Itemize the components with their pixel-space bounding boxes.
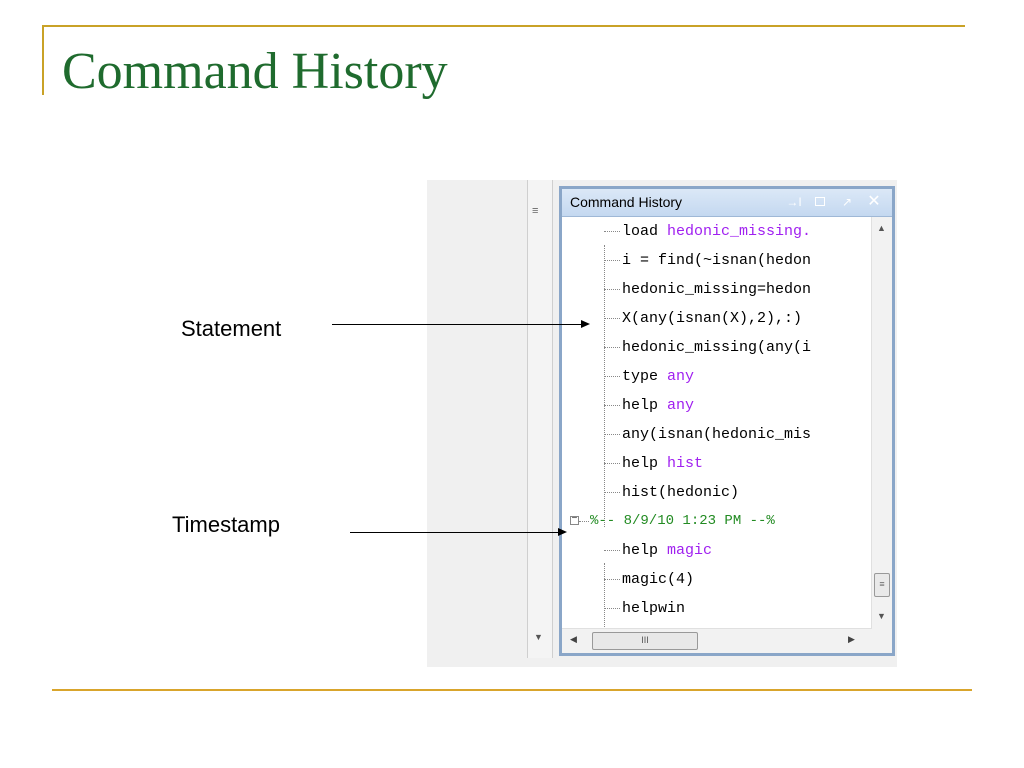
scroll-up-arrow-icon[interactable]: ▲ bbox=[877, 223, 886, 233]
tree-branch bbox=[604, 231, 620, 232]
frame-top-rule bbox=[42, 25, 965, 27]
tree-line bbox=[604, 563, 605, 629]
undock-icon[interactable]: →I bbox=[786, 195, 802, 209]
command-argument: any bbox=[667, 397, 695, 414]
scroll-right-arrow-icon[interactable]: ▶ bbox=[848, 634, 855, 644]
history-item[interactable]: type any bbox=[562, 362, 872, 391]
arrow-head-icon bbox=[581, 320, 590, 328]
command-text: i = find(~isnan(hedon bbox=[622, 252, 812, 269]
history-list: load hedonic_missing.i = find(~isnan(hed… bbox=[562, 217, 872, 629]
command-text: helpwin bbox=[622, 600, 686, 617]
timestamp-label: Timestamp bbox=[172, 512, 280, 537]
tree-branch bbox=[604, 550, 620, 551]
command-argument: hedonic_missing. bbox=[667, 223, 812, 240]
command-argument: hist bbox=[667, 455, 704, 472]
history-item[interactable]: X(any(isnan(X),2),:) bbox=[562, 304, 872, 333]
command-text: load bbox=[622, 223, 668, 240]
tree-branch bbox=[604, 434, 620, 435]
history-command: magic(4) bbox=[622, 565, 694, 594]
panel-titlebar[interactable]: Command History →I ↗ ✕ bbox=[562, 189, 892, 217]
history-command: hedonic_missing=hedon bbox=[622, 275, 811, 304]
tree-branch bbox=[604, 376, 620, 377]
history-command: help any bbox=[622, 391, 694, 420]
history-item[interactable]: i = find(~isnan(hedon bbox=[562, 246, 872, 275]
slide-title: Command History bbox=[62, 43, 448, 100]
panel-title: Command History bbox=[570, 194, 683, 210]
history-command: hedonic_missing(any(i bbox=[622, 333, 811, 362]
scroll-down-arrow-icon[interactable]: ▼ bbox=[534, 632, 543, 642]
close-icon[interactable]: ✕ bbox=[867, 193, 881, 210]
history-item[interactable]: hedonic_missing=hedon bbox=[562, 275, 872, 304]
horizontal-scrollbar[interactable]: ◀ III ▶ bbox=[562, 628, 872, 653]
history-item[interactable]: hedonic_missing(any(i bbox=[562, 333, 872, 362]
timestamp-row[interactable]: − %-- 8/9/10 1:23 PM --% bbox=[562, 507, 872, 536]
statement-label: Statement bbox=[181, 316, 282, 341]
scroll-thumb[interactable]: ≡ bbox=[874, 573, 890, 597]
scroll-down-arrow-icon[interactable]: ▼ bbox=[877, 611, 886, 621]
command-text: hedonic_missing=hedon bbox=[622, 281, 812, 298]
tree-branch bbox=[604, 492, 620, 493]
tree-branch bbox=[604, 260, 620, 261]
command-text: any(isnan(hedonic_mis bbox=[622, 426, 812, 443]
tree-branch bbox=[604, 289, 620, 290]
command-history-panel: Command History →I ↗ ✕ load hedonic_miss… bbox=[559, 186, 895, 656]
tree-branch bbox=[604, 405, 620, 406]
grip-icon: ≡ bbox=[532, 205, 539, 217]
command-text: type bbox=[622, 368, 668, 385]
command-text: help bbox=[622, 542, 668, 559]
tree-branch bbox=[604, 608, 620, 609]
command-argument: any bbox=[667, 368, 695, 385]
scroll-left-arrow-icon[interactable]: ◀ bbox=[570, 634, 577, 644]
history-item[interactable]: magic(4) bbox=[562, 565, 872, 594]
frame-left-rule bbox=[42, 25, 44, 95]
history-item[interactable]: load hedonic_missing. bbox=[562, 217, 872, 246]
command-text: help bbox=[622, 455, 668, 472]
history-item[interactable]: help magic bbox=[562, 536, 872, 565]
timestamp-text: %-- 8/9/10 1:23 PM --% bbox=[590, 513, 775, 529]
scroll-corner bbox=[872, 629, 892, 653]
history-command: i = find(~isnan(hedon bbox=[622, 246, 811, 275]
tree-branch bbox=[604, 579, 620, 580]
tree-branch bbox=[604, 463, 620, 464]
statement-arrow-line bbox=[332, 324, 582, 325]
history-command: X(any(isnan(X),2),:) bbox=[622, 304, 802, 333]
history-command: any(isnan(hedonic_mis bbox=[622, 420, 811, 449]
history-item[interactable]: help any bbox=[562, 391, 872, 420]
horizontal-scroll-thumb[interactable]: III bbox=[592, 632, 698, 650]
tree-branch bbox=[604, 318, 620, 319]
collapse-icon[interactable]: − bbox=[570, 514, 579, 525]
frame-bottom-rule bbox=[52, 689, 972, 691]
command-text: X(any(isnan(X),2),:) bbox=[622, 310, 803, 327]
history-item[interactable]: help hist bbox=[562, 449, 872, 478]
history-command: helpwin bbox=[622, 594, 685, 623]
history-command: load hedonic_missing. bbox=[622, 217, 811, 246]
command-text: magic(4) bbox=[622, 571, 695, 588]
history-item[interactable]: any(isnan(hedonic_mis bbox=[562, 420, 872, 449]
command-text: hist(hedonic) bbox=[622, 484, 740, 501]
tree-branch bbox=[604, 347, 620, 348]
maximize-icon[interactable] bbox=[811, 193, 829, 211]
history-command: help hist bbox=[622, 449, 703, 478]
vertical-scrollbar[interactable]: ▲ ≡ ▼ bbox=[871, 217, 892, 629]
history-command: type any bbox=[622, 362, 694, 391]
history-command: hist(hedonic) bbox=[622, 478, 739, 507]
arrow-head-icon bbox=[558, 528, 567, 536]
tree-line bbox=[604, 245, 605, 527]
history-item[interactable]: hist(hedonic) bbox=[562, 478, 872, 507]
history-command: help magic bbox=[622, 536, 712, 565]
history-item[interactable]: helpwin bbox=[562, 594, 872, 623]
editor-scrollbar-strip[interactable] bbox=[527, 180, 553, 658]
command-argument: magic bbox=[667, 542, 713, 559]
command-text: hedonic_missing(any(i bbox=[622, 339, 812, 356]
command-text: help bbox=[622, 397, 668, 414]
dock-arrow-icon[interactable]: ↗ bbox=[841, 195, 853, 209]
timestamp-arrow-line bbox=[350, 532, 560, 533]
